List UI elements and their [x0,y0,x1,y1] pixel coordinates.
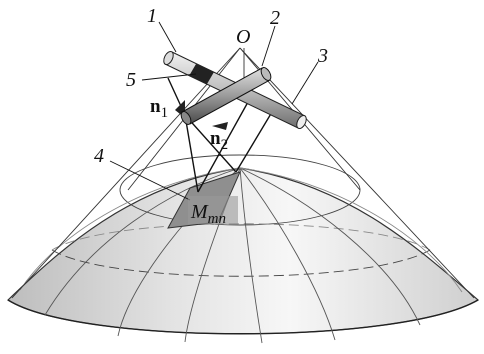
label-n1-main: n [150,96,161,117]
label-part2: 2 [270,7,280,29]
rod-2 [180,67,272,125]
label-m-main: M [190,201,209,223]
dome-surface [7,167,480,335]
label-m: Mmn [190,201,226,227]
n2-arrow [212,122,228,130]
label-m-backdrop [188,196,238,224]
label-origin: O [236,26,250,48]
label-n2: n2 [210,128,228,153]
label-part3: 3 [317,45,328,67]
label-part5: 5 [126,69,136,91]
rod-1-dark-band [189,64,214,84]
label-part1: 1 [147,5,157,27]
ray-lines [167,77,273,193]
label-n2-sub: 2 [221,137,229,153]
middle-ring-back [51,223,431,251]
label-m-sub: mn [208,211,226,227]
label-n1-sub: 1 [161,105,169,121]
meridian-lines [19,167,463,344]
leader-lines [109,21,319,201]
label-n2-main: n [210,128,221,149]
label-part4: 4 [94,145,104,167]
label-n1: n1 [150,96,168,121]
dome-rim [7,299,479,335]
